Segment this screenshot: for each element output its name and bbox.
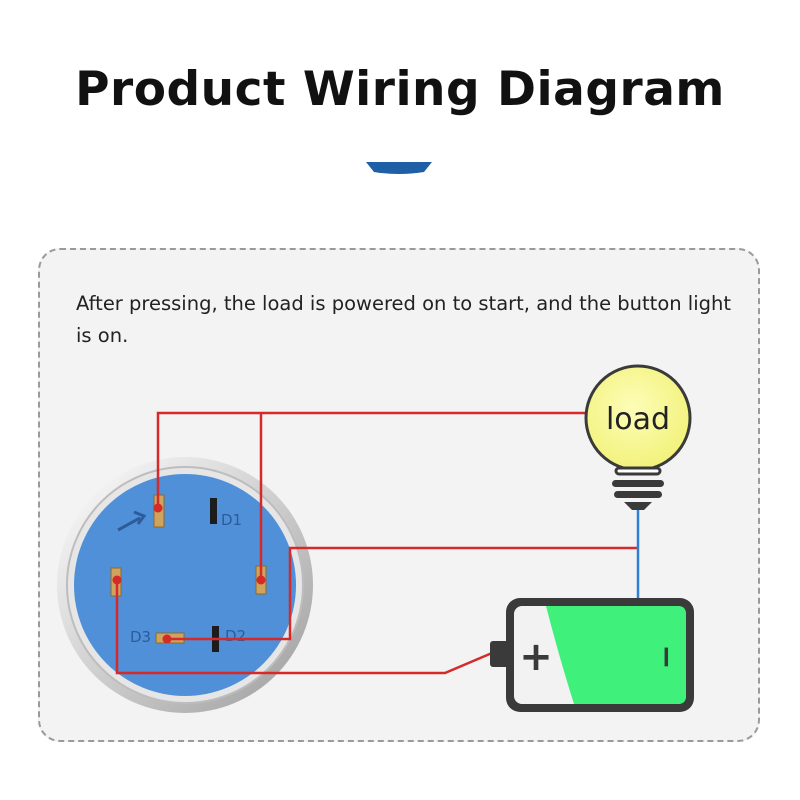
switch-body <box>74 474 296 696</box>
wire-left-terminal-to-battery <box>115 580 493 675</box>
slot-d1 <box>210 498 217 524</box>
battery-charge-fill <box>546 606 686 704</box>
load-label: load <box>606 402 670 437</box>
terminal-label-d3: D3 <box>130 628 151 646</box>
terminal-label-d2: D2 <box>225 627 246 645</box>
wire-connection-dots <box>112 503 266 644</box>
red-wires <box>115 411 638 675</box>
page-title: Product Wiring Diagram <box>75 62 725 117</box>
battery-terminal <box>490 641 510 667</box>
battery: + − <box>490 598 694 712</box>
wire-bottom-terminal-to-load-line <box>167 546 638 641</box>
bulb-base <box>612 480 664 487</box>
wire-top-terminal-to-load <box>156 411 590 508</box>
load-bulb: load <box>584 364 692 510</box>
push-button-switch: D1 D2 D3 <box>57 457 313 713</box>
description-text: After pressing, the load is powered on t… <box>76 292 732 347</box>
battery-positive-symbol: + <box>519 634 553 680</box>
battery-negative-symbol: − <box>649 644 684 669</box>
switch-arrow-icon <box>117 516 141 532</box>
terminal-label-d1: D1 <box>221 511 242 529</box>
title-underline <box>366 162 432 174</box>
